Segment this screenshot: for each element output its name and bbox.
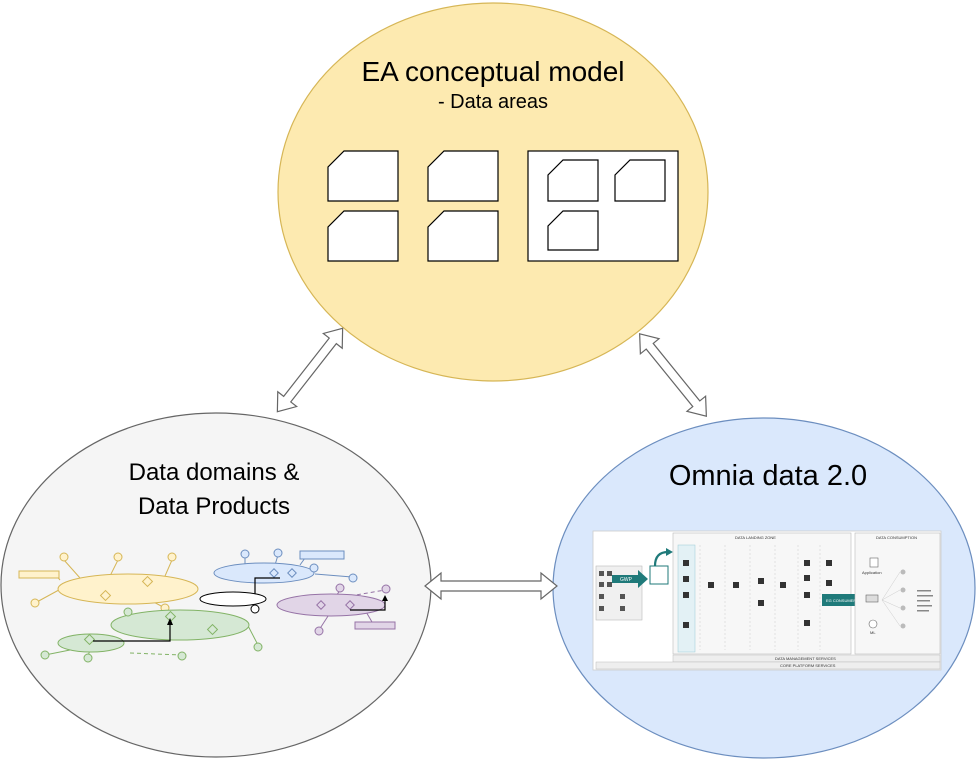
data-area-shape <box>614 159 666 202</box>
landing-zone-label: DATA LANDING ZONE <box>735 535 776 540</box>
domains-title-line2: Data Products <box>137 493 291 520</box>
data-area-shapes <box>327 150 679 262</box>
domains-illustration <box>18 548 396 663</box>
arrow-ea-omnia <box>639 333 707 417</box>
data-area-shape <box>327 210 399 262</box>
yellow-domain <box>18 552 199 613</box>
data-area-shape <box>327 150 399 202</box>
ea-model-title: EA conceptual model <box>361 56 625 87</box>
consumption-label: DATA CONSUMPTION <box>876 535 917 540</box>
data-area-shape <box>547 210 599 251</box>
gwp-label: GWP <box>620 577 633 583</box>
management-label: DATA MANAGEMENT SERVICES <box>775 656 836 661</box>
application-label: Application <box>862 570 882 575</box>
omnia-title: Omnia data 2.0 <box>668 460 868 492</box>
consumer-label: EG CONSUMER <box>826 598 856 603</box>
domains-title: Data domains & Data Products <box>64 456 364 524</box>
ml-label: ML <box>870 630 876 635</box>
arrow-domains-omnia <box>424 571 558 601</box>
arrow-ea-domains <box>276 327 344 413</box>
data-area-shape <box>427 150 499 202</box>
data-area-shape <box>547 159 599 202</box>
domains-title-line1: Data domains & <box>128 459 300 486</box>
green-domain <box>40 607 263 663</box>
blue-domain <box>199 548 358 614</box>
ea-model-subtitle: - Data areas <box>437 91 549 113</box>
core-platform-label: CORE PLATFORM SERVICES <box>780 663 836 668</box>
omnia-architecture-image: GWP DATA LANDING ZONE EG CONSUMER DATA C… <box>592 530 942 671</box>
data-area-shape <box>427 210 499 262</box>
purple-domain <box>276 583 396 636</box>
